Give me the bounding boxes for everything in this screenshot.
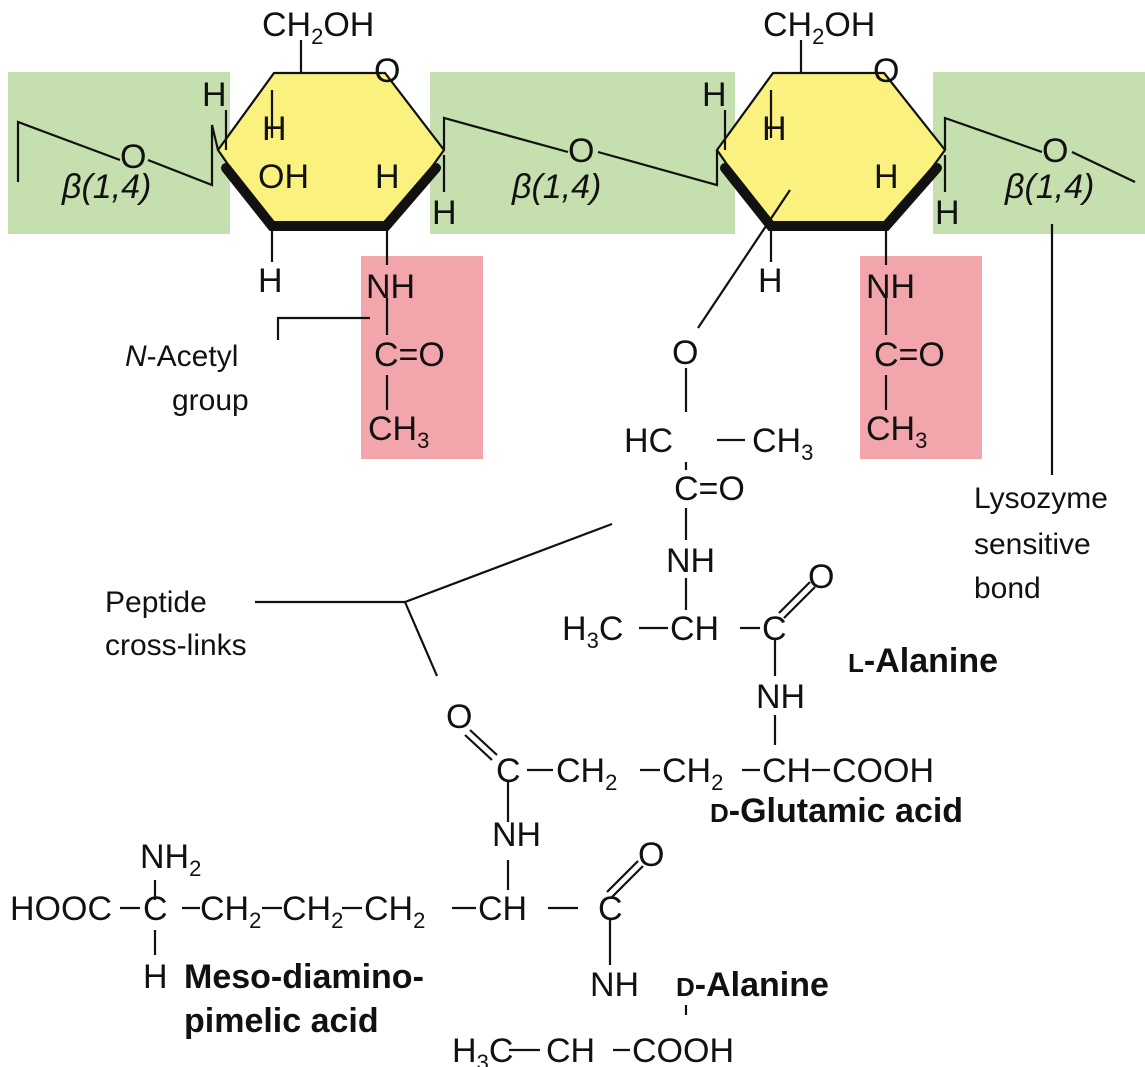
d-glutamic-carbonyl-o: O (446, 698, 472, 736)
ring-1-h-c5: H (432, 194, 457, 232)
lactyl-hc: HC (624, 422, 673, 460)
n-acetyl-label: N-Acetyl (125, 340, 238, 373)
peptide-cross-links-label-line-2: cross-links (105, 629, 247, 662)
ring-2-front-bond (720, 163, 942, 231)
ring-1-nh: NH (366, 268, 415, 306)
d-glutamic-ch: CH (762, 752, 811, 790)
l-alanine-carbonyl-o: O (808, 558, 834, 596)
glycosidic-linkage-region-2 (430, 72, 735, 234)
dap-nh2: NH2 (140, 838, 201, 881)
carbonyl-double-bonds (464, 581, 816, 898)
ring-1-oh: OH (258, 158, 309, 196)
lysozyme-label-line-1: Lysozyme (974, 482, 1108, 515)
lactyl-oxygen: O (672, 334, 698, 372)
ring-2-substituent-bonds (723, 40, 947, 410)
peptide-stem-bonds (153, 368, 777, 1015)
n-acetyl-leader-line (276, 316, 370, 340)
l-alanine-nh: NH (666, 542, 715, 580)
d-glutamic-ch2-1: CH2 (556, 752, 617, 795)
ring-2-nh: NH (866, 268, 915, 306)
dap-h: H (143, 958, 168, 996)
d-alanine-label: D-Alanine (676, 966, 829, 1004)
glycosidic-bond-right (943, 116, 1136, 183)
ring-1-front-bond (221, 163, 441, 231)
lactyl-ch3: CH3 (752, 422, 813, 465)
d-glutamic-carbonyl-c: C (496, 752, 521, 790)
d-alanine-h3c: H3C (452, 1032, 513, 1067)
dap-alpha-c: C (143, 890, 168, 928)
glycosidic-oxygen-1: O (120, 138, 146, 176)
d-glutamic-nh: NH (756, 678, 805, 716)
d-alanine-ch: CH (546, 1032, 595, 1067)
beta-linkage-label-2: β(1,4) (511, 168, 601, 206)
dap-nh: NH (492, 816, 541, 854)
lysozyme-label-line-2: sensitive (974, 528, 1091, 561)
peptide-horizontal-bonds (120, 438, 830, 1052)
ring-2-h-c4: H (762, 110, 787, 148)
l-alanine-carbonyl-c: C (762, 610, 787, 648)
l-alanine-ch: CH (670, 610, 719, 648)
dap-carbonyl-o: O (638, 836, 664, 874)
dap-ch: CH (478, 890, 527, 928)
ring-2-h-c3: H (758, 262, 783, 300)
ring-oxygen-1: O (374, 52, 400, 90)
ring-1-substituent-bonds (224, 40, 446, 410)
d-glutamic-acid-label: D-Glutamic acid (710, 792, 963, 830)
ring-2-h-c2: H (874, 158, 899, 196)
ring-1-h-c4: H (262, 110, 287, 148)
meso-diaminopimelic-label-line-2: pimelic acid (184, 1002, 379, 1040)
ring-1-ch3: CH3 (368, 410, 429, 453)
d-alanine-cooh: COOH (632, 1032, 734, 1067)
ring-1-carbonyl: C=O (374, 336, 445, 374)
glycosidic-linkage-region-1 (8, 72, 230, 234)
ring-2-h-c1: H (702, 76, 727, 114)
glycosidic-oxygen-3: O (1042, 132, 1068, 170)
beta-linkage-label-3: β(1,4) (1004, 168, 1094, 206)
ring-1-h-c2: H (375, 158, 400, 196)
lactyl-bond (697, 189, 791, 329)
l-alanine-label: L-Alanine (848, 642, 998, 680)
d-alanine-nh: NH (590, 966, 639, 1004)
glycosidic-linkage-region-3 (933, 72, 1145, 234)
ring-2-ch3: CH3 (866, 410, 927, 453)
dap-carbonyl-c: C (598, 890, 623, 928)
beta-linkage-label-1: β(1,4) (61, 168, 151, 206)
l-alanine-h3c: H3C (562, 610, 623, 653)
n-acetyl-label-line-2: group (172, 384, 249, 417)
dap-ch2-2: CH2 (282, 890, 343, 933)
ring-1-h-c3: H (258, 262, 283, 300)
ring-2-carbonyl: C=O (874, 336, 945, 374)
ring-2-h-c5: H (935, 194, 960, 232)
peptide-cross-links-label-line-1: Peptide (105, 586, 207, 619)
d-glutamic-ch2-2: CH2 (662, 752, 723, 795)
glycosidic-bond-left (16, 120, 220, 187)
ring-oxygen-2: O (873, 52, 899, 90)
ring-1-h-c1: H (202, 76, 227, 114)
ch2oh-label-2: CH2OH (763, 6, 875, 49)
lactyl-carbonyl: C=O (674, 470, 745, 508)
n-acetyl-region-2 (860, 256, 982, 459)
dap-ch2-1: CH2 (200, 890, 261, 933)
glycosidic-bond-middle (442, 116, 719, 187)
ch2oh-label-1: CH2OH (262, 6, 374, 49)
lysozyme-label-line-3: bond (974, 572, 1041, 605)
dap-hooc: HOOC (10, 890, 112, 928)
peptide-cross-link-leader-lines (255, 522, 613, 677)
meso-diaminopimelic-label-line-1: Meso-diamino- (184, 958, 424, 996)
d-glutamic-cooh: COOH (832, 752, 934, 790)
dap-ch2-3: CH2 (364, 890, 425, 933)
glycosidic-oxygen-2: O (568, 132, 594, 170)
n-acetyl-region-1 (361, 256, 483, 459)
